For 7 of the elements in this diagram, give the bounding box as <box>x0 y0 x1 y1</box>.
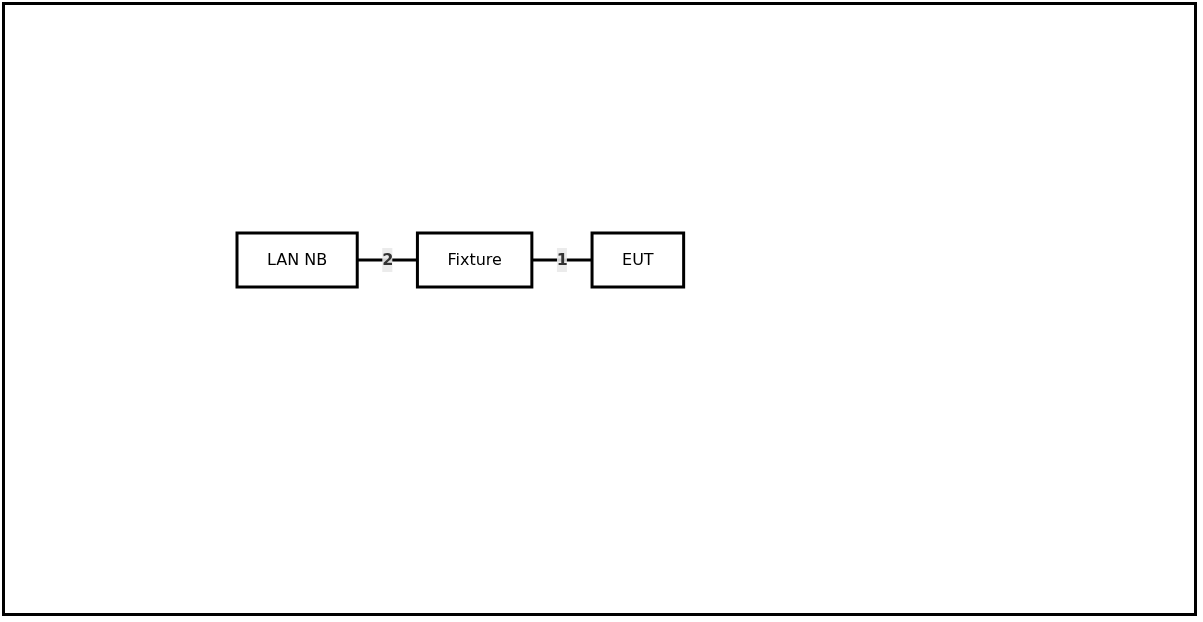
node-box: Fixture <box>415 231 534 289</box>
edge-label: 1 <box>556 250 568 269</box>
connector <box>531 258 592 262</box>
node-box: LAN NB <box>235 231 359 289</box>
node-box: EUT <box>590 231 685 289</box>
edge-label: 2 <box>381 250 394 269</box>
connector <box>356 258 418 262</box>
